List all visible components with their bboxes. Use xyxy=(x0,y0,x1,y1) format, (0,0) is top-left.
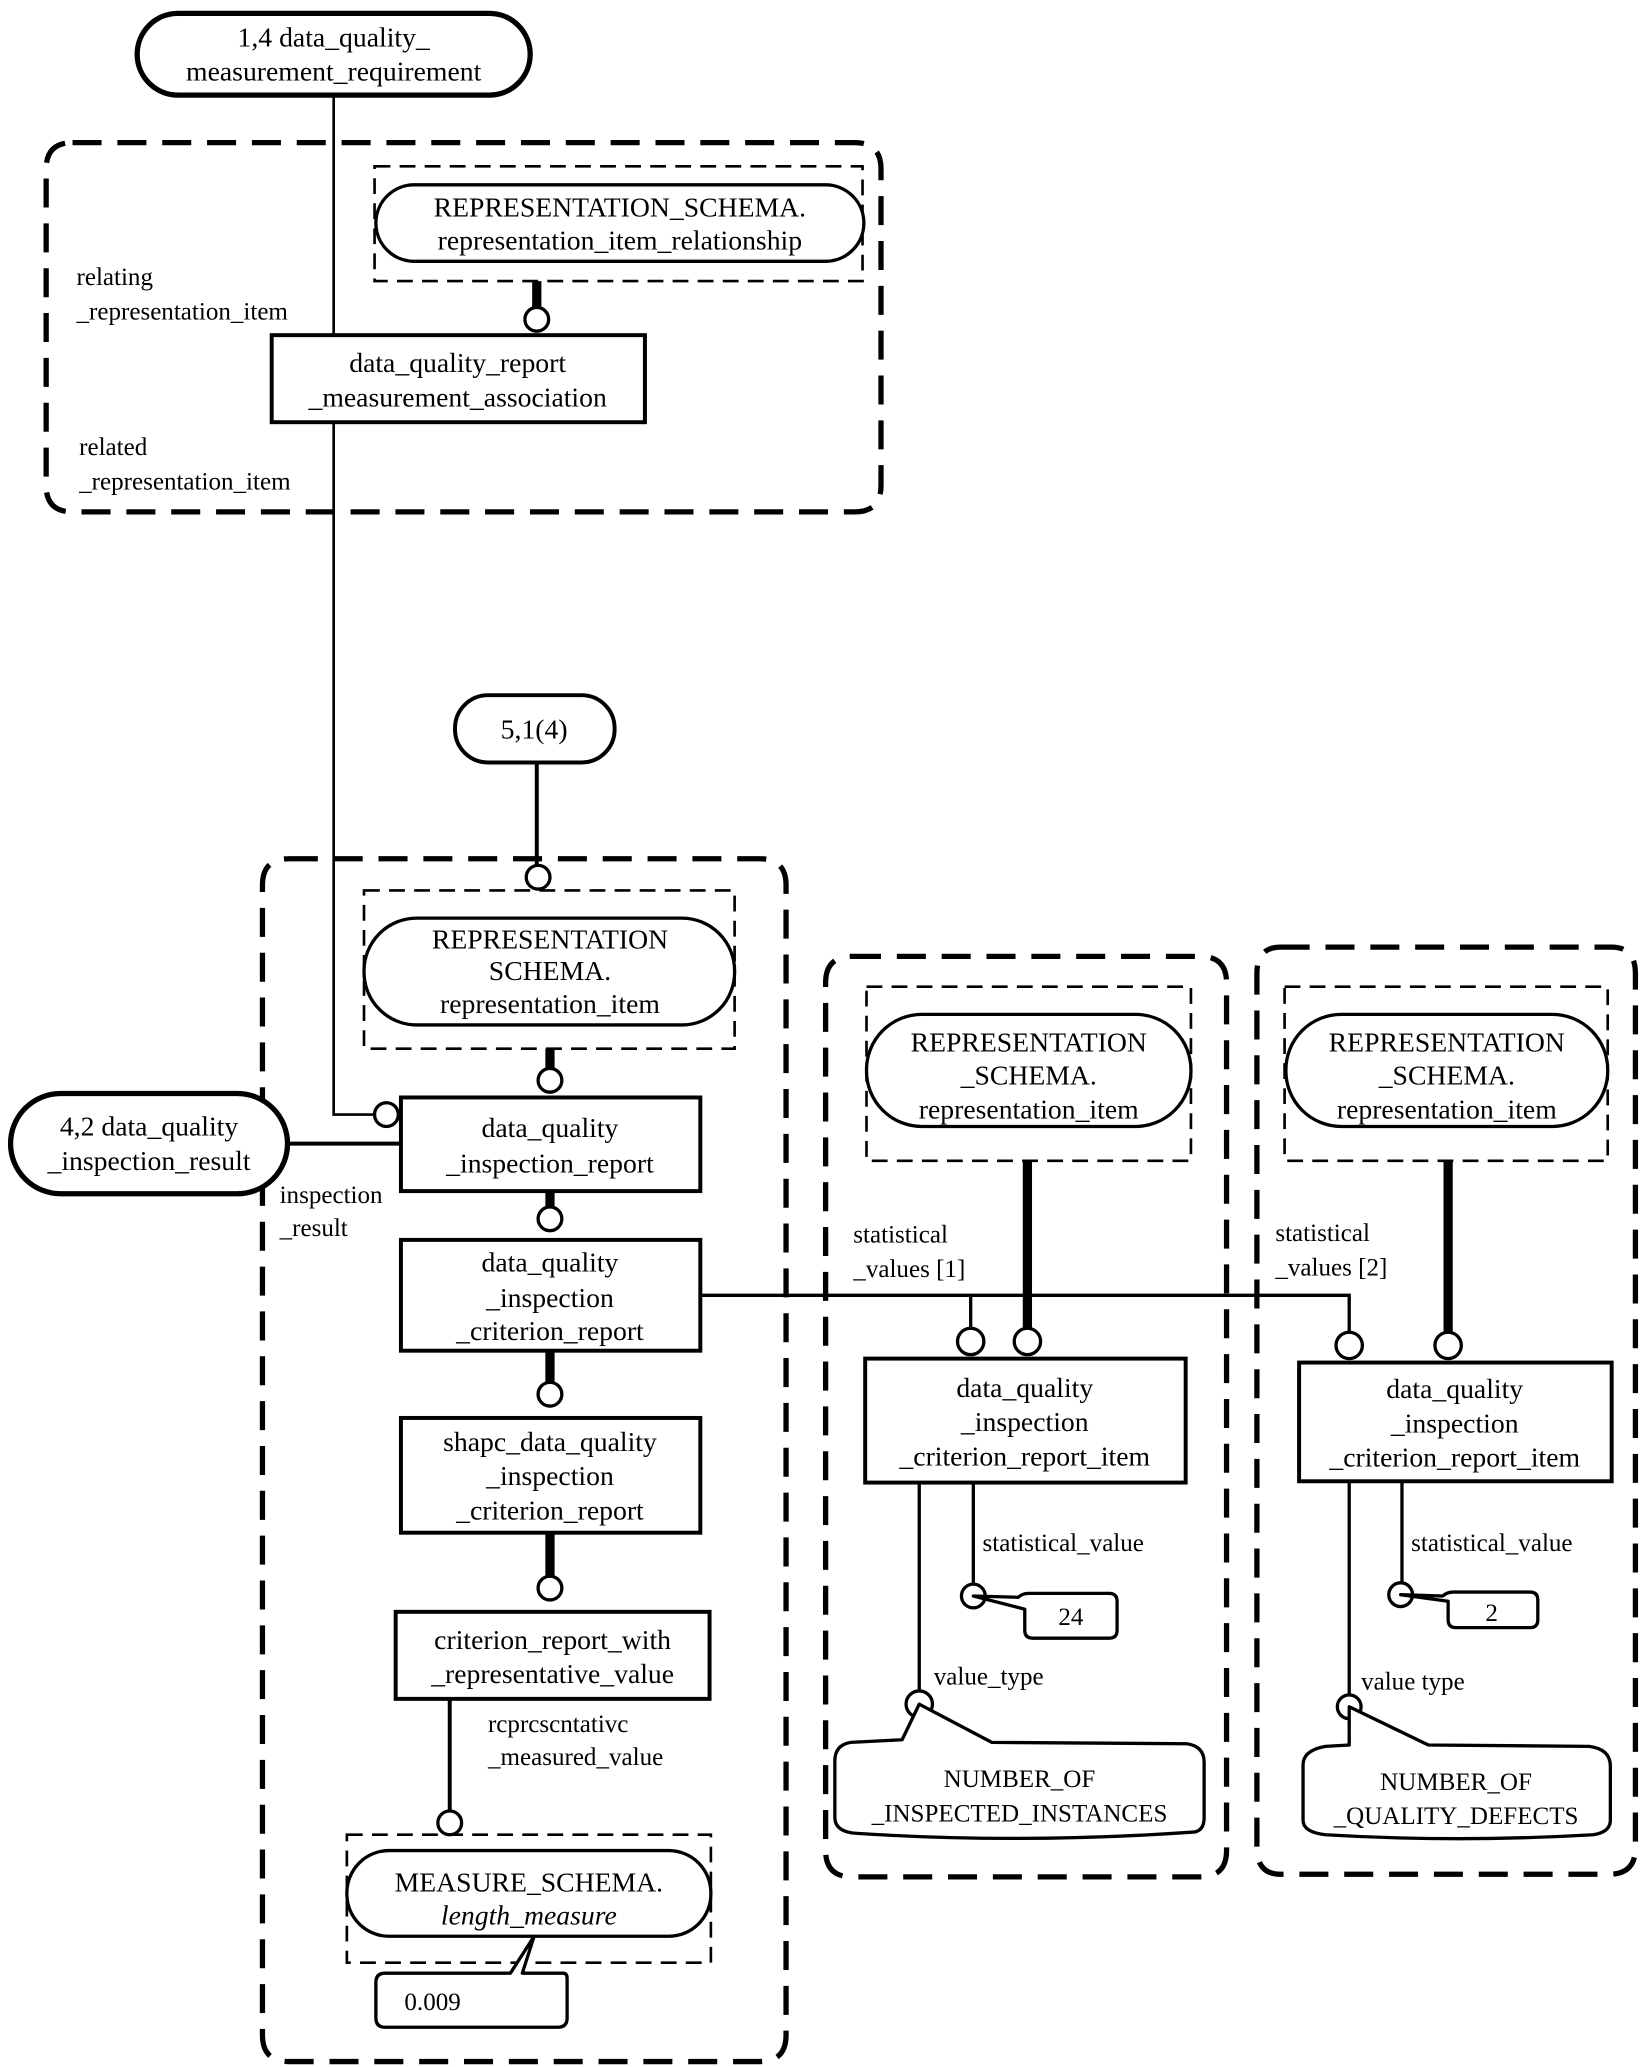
subtype-circle-criterion-report xyxy=(536,1205,564,1233)
subtype-circle-shape-criterion xyxy=(536,1380,564,1408)
association-line1: data_quality_report xyxy=(349,347,566,378)
rep-item-relationship-line2: representation_item_relationship xyxy=(438,224,802,255)
rep-item-2-line2: _SCHEMA. xyxy=(960,1059,1097,1090)
group-boundary-report-item-1 xyxy=(822,953,1230,1880)
value-type-2-line1: NUMBER_OF xyxy=(1380,1769,1532,1796)
group-boundary-inspection-report xyxy=(259,856,789,2065)
entity-shape-data-quality-inspection-criterion-report[interactable] xyxy=(398,1415,703,1535)
rep-item-1-line1: REPRESENTATION xyxy=(432,923,668,954)
label-stat-values-1b: _values [1] xyxy=(852,1256,965,1283)
circle-stat-values-2 xyxy=(1334,1330,1365,1361)
label-rep-measured-1: rcprcscntativc xyxy=(488,1711,628,1738)
association-line2: _measurement_association xyxy=(307,381,606,412)
entity-rep-item-3[interactable] xyxy=(1284,1012,1610,1129)
measure-line1: MEASURE_SCHEMA. xyxy=(395,1866,663,1897)
criterion-report-line3: _criterion_report xyxy=(455,1315,644,1346)
report-item-2-line1: data_quality xyxy=(1386,1373,1523,1404)
label-stat-value-2: statistical_value xyxy=(1411,1530,1572,1557)
ref-4-2-line2: _inspection_result xyxy=(47,1145,251,1176)
stat-value-1: 24 xyxy=(1058,1604,1084,1631)
rep-item-3-line2: _SCHEMA. xyxy=(1378,1059,1515,1090)
value-type-1-line2: _INSPECTED_INSTANCES xyxy=(871,1801,1168,1828)
relation-line-statistical-values xyxy=(700,1293,1351,1333)
ref-top-line1: 1,4 data_quality_ xyxy=(238,21,431,52)
entity-report-item-1[interactable] xyxy=(863,1356,1188,1485)
entity-data-quality-inspection-criterion-report[interactable] xyxy=(398,1237,703,1353)
entity-rep-item-relationship[interactable] xyxy=(374,183,866,263)
rep-value-line1: criterion_report_with xyxy=(434,1624,671,1655)
value-type-2-line2: _QUALITY_DEFECTS xyxy=(1333,1803,1579,1830)
type-measure-schema-length-measure[interactable] xyxy=(345,1848,713,1938)
subtype-circle-association xyxy=(523,305,551,333)
label-inspection-result-2: _result xyxy=(279,1215,348,1242)
circle-stat-values-1 xyxy=(955,1326,986,1357)
entity-rep-item-2[interactable] xyxy=(864,1012,1193,1129)
rep-item-3-line1: REPRESENTATION xyxy=(1329,1026,1565,1057)
inspection-report-line1: data_quality xyxy=(482,1112,619,1143)
shape-criterion-line1: shapc_data_quality xyxy=(443,1426,657,1457)
entity-report-item-2[interactable] xyxy=(1297,1360,1614,1484)
label-value-type-1: value_type xyxy=(934,1663,1044,1690)
rep-item-relationship-line1: REPRESENTATION_SCHEMA. xyxy=(434,191,806,222)
measure-value: 0.009 xyxy=(404,1989,460,2016)
entity-criterion-report-with-representative-value[interactable] xyxy=(393,1609,712,1701)
subtype-circle-inspection-report xyxy=(536,1066,564,1094)
report-item-2-line3: _criterion_report_item xyxy=(1328,1442,1580,1473)
inspection-report-line2: _inspection_report xyxy=(445,1148,654,1179)
label-stat-values-2a: statistical xyxy=(1275,1220,1370,1247)
callout-measure-value xyxy=(374,1934,569,2029)
criterion-report-line2: _inspection xyxy=(485,1282,614,1313)
report-item-1-line3: _criterion_report_item xyxy=(898,1440,1150,1471)
callout-stat-value-1 xyxy=(971,1591,1119,1640)
ref-5-1-4-label: 5,1(4) xyxy=(501,714,568,745)
measure-line2: length_measure xyxy=(441,1899,617,1930)
label-inspection-result-1: inspection xyxy=(280,1182,383,1209)
rep-item-1-line2: SCHEMA. xyxy=(489,955,611,986)
subtype-circle-rep-value xyxy=(536,1574,564,1602)
entity-data-quality-report-measurement-association[interactable] xyxy=(269,333,647,425)
callout-stat-value-2 xyxy=(1398,1590,1540,1630)
ref-top-line2: measurement_requirement xyxy=(186,56,482,87)
stat-value-2: 2 xyxy=(1485,1600,1498,1627)
rep-item-2-line3: representation_item xyxy=(919,1094,1139,1125)
criterion-report-line1: data_quality xyxy=(482,1247,619,1278)
label-stat-values-1a: statistical xyxy=(853,1222,948,1249)
label-stat-values-2b: _values [2] xyxy=(1274,1255,1387,1282)
circle-related-item xyxy=(372,1101,400,1129)
report-item-1-line1: data_quality xyxy=(956,1372,1093,1403)
enum-value-type-1[interactable] xyxy=(833,1702,1206,1841)
rep-value-line2: _representative_value xyxy=(430,1658,674,1689)
shape-criterion-line3: _criterion_report xyxy=(455,1495,644,1526)
label-related-2: _representation_item xyxy=(78,468,291,495)
label-relating-2: _representation_item xyxy=(75,298,288,325)
label-value-type-2: value type xyxy=(1361,1669,1465,1696)
rep-item-3-line3: representation_item xyxy=(1337,1094,1557,1125)
relation-line-relating-related xyxy=(332,95,375,1116)
report-item-2-line2: _inspection xyxy=(1390,1407,1519,1438)
enum-value-type-2[interactable] xyxy=(1301,1705,1612,1841)
circle-5-1-4 xyxy=(524,863,552,891)
rep-item-2-line1: REPRESENTATION xyxy=(911,1026,1147,1057)
subtype-circle-report-item-2 xyxy=(1433,1330,1463,1361)
entity-data-quality-inspection-report[interactable] xyxy=(398,1095,703,1194)
subtype-circle-report-item-1 xyxy=(1012,1326,1043,1357)
ref-4-2-line1: 4,2 data_quality xyxy=(60,1111,239,1142)
entity-rep-item-1[interactable] xyxy=(362,916,737,1027)
label-rep-measured-2: _measured_value xyxy=(487,1744,663,1771)
label-relating-1: relating xyxy=(76,264,153,291)
circle-rep-measured-value xyxy=(436,1809,464,1837)
label-related-1: related xyxy=(79,434,148,461)
group-boundary-association xyxy=(43,139,884,515)
rep-item-1-line3: representation_item xyxy=(440,988,660,1019)
value-type-1-line1: NUMBER_OF xyxy=(944,1766,1096,1793)
report-item-1-line2: _inspection xyxy=(960,1406,1089,1437)
label-stat-value-1: statistical_value xyxy=(983,1530,1144,1557)
ref-data-quality-inspection-result[interactable] xyxy=(7,1090,291,1197)
shape-criterion-line2: _inspection xyxy=(485,1460,614,1491)
